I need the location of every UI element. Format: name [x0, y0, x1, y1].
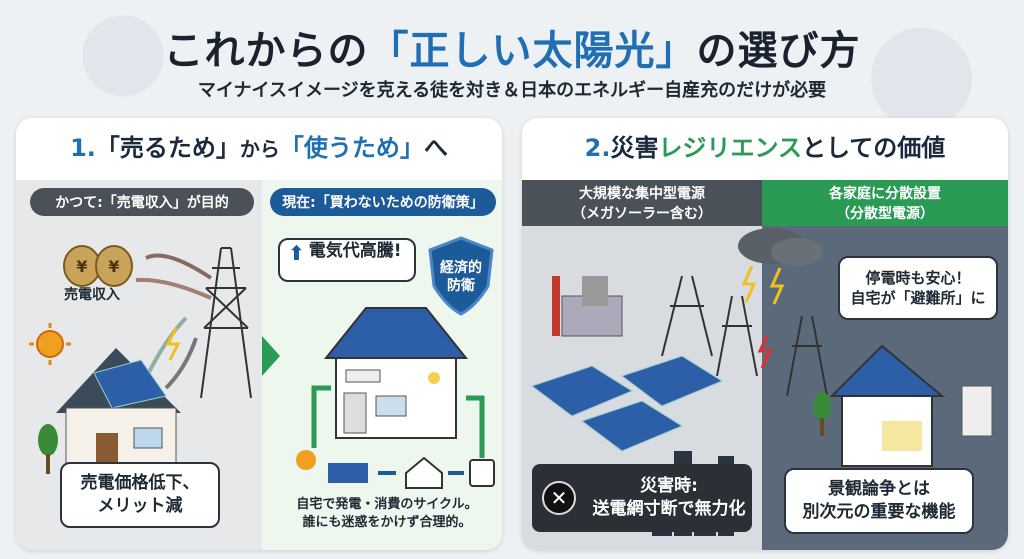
factory-icon: [552, 276, 623, 337]
present-tag: 現在:「買わないための防衛策」: [270, 188, 496, 216]
past-tag: かつて:「売電収入」が目的: [30, 188, 254, 216]
home-icon: [405, 456, 443, 489]
close-icon: ✕: [542, 481, 576, 515]
green-arrow-icon: [311, 385, 331, 448]
important-function-box: 景観論争とは別次元の重要な機能: [784, 468, 974, 534]
storm-cloud-icon: [738, 228, 823, 305]
safe-bubble: 停電時も安心！自宅が「避難所」に: [838, 256, 998, 320]
sun-icon: [29, 323, 71, 365]
panel1-title: 1.「売るため」から「使うため」へ: [70, 134, 448, 162]
shield-icon: 経済的 防衛: [428, 236, 494, 316]
distributed-tag: 各家庭に分散設置（分散型電源）: [762, 180, 1008, 226]
tree-icon: [38, 424, 58, 474]
lightning-icon: [165, 327, 181, 361]
cycle-text: 自宅で発電・消費のサイクル。誰にも迷惑をかけず合理的。: [296, 497, 478, 530]
lit-house-icon: [829, 344, 993, 467]
washing-machine-icon: [469, 459, 495, 487]
tree-icon: [813, 392, 831, 436]
self-consume-illustration: [296, 307, 495, 489]
central-tag: 大規模な集中型電源（メガソーラー含む）: [522, 180, 762, 226]
house-panel-icon: [323, 307, 469, 439]
svg-text:経済的: 経済的: [440, 259, 482, 276]
sale-income-label: 売電収入: [64, 287, 120, 303]
house-icon: [56, 348, 181, 479]
green-arrow-icon: [466, 395, 485, 458]
svg-text:¥: ¥: [108, 257, 119, 276]
svg-text:¥: ¥: [76, 257, 87, 276]
page-title: これからの「正しい太陽光」の選び方: [163, 28, 861, 74]
sale-price-drop-box: 売電価格低下、メリット減: [60, 462, 220, 528]
arrows-icon: [135, 253, 213, 390]
panel2-title: 2.災害レジリエンスとしての価値: [584, 134, 946, 162]
up-arrow-icon: ⬆: [288, 241, 305, 265]
svg-text:防衛: 防衛: [447, 277, 475, 294]
solar-panel-icon: [328, 463, 368, 483]
panel-disaster-resilience: 2.災害レジリエンスとしての価値 大規模な集中型電源（メガソーラー含む） 各家庭…: [522, 118, 1008, 550]
disaster-box: ✕ 災害時:送電網寸断で無力化: [532, 464, 752, 532]
past-illustration: ¥ ¥: [29, 245, 252, 479]
page-subtitle: マイナイスイメージを克える徒を対き＆日本のエネルギー自産充のだけが必要: [197, 80, 827, 101]
break-icon: [757, 335, 773, 369]
chevron-right-icon: [262, 336, 280, 376]
panel-sell-to-use: 1.「売るため」から「使うため」へ かつて:「売電収入」が目的 現在:「買わない…: [16, 118, 502, 550]
sun-icon: [296, 450, 316, 470]
price-rise-bubble: ⬆電気代高騰!: [278, 238, 416, 282]
money-bag-icon: ¥ ¥: [63, 245, 133, 287]
pylon-icon: [661, 275, 828, 397]
pylon-icon: [200, 247, 252, 399]
solar-farm-icon: [530, 355, 724, 452]
battery-icon: [961, 385, 993, 437]
